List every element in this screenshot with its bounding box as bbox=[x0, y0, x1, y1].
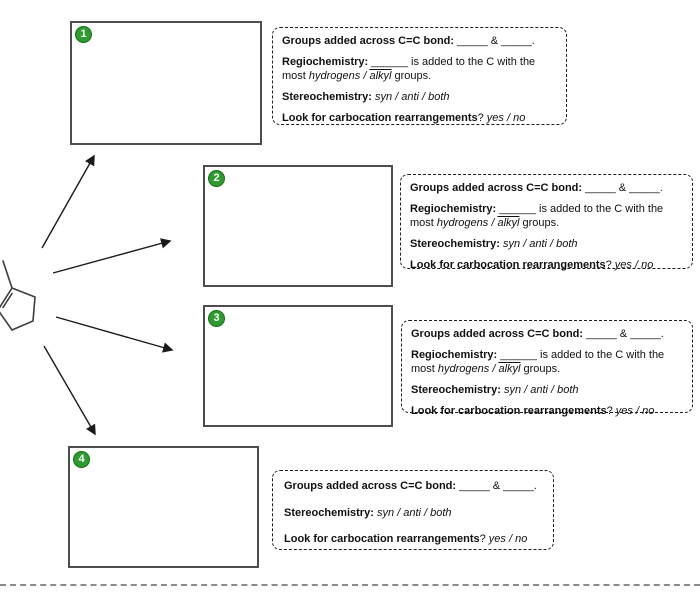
reactant-molecule-1-methylcyclopentene bbox=[0, 260, 36, 331]
arrow-to-product-4 bbox=[43, 345, 96, 436]
stereochemistry-line: Stereochemistry: syn / anti / both bbox=[410, 237, 578, 250]
reaction-arrows bbox=[41, 154, 174, 436]
groups-added-line: Groups added across C=C bond: _____ & __… bbox=[410, 182, 663, 194]
answer-blanks: _____ & _____. bbox=[585, 182, 663, 194]
answer-blanks: _____ & _____. bbox=[457, 35, 535, 47]
arrow-to-product-3 bbox=[55, 316, 174, 353]
methyl-bond bbox=[2, 260, 13, 289]
regiochemistry-line: Regiochemistry: ______ is added to the C… bbox=[410, 203, 664, 229]
product-number-badge: 2 bbox=[208, 170, 225, 187]
product-box-3: 3 bbox=[203, 305, 393, 427]
answer-blanks: _____ & _____. bbox=[459, 480, 537, 492]
product-box-2: 2 bbox=[203, 165, 393, 287]
question-box-2: Groups added across C=C bond: _____ & __… bbox=[400, 174, 693, 271]
double-bond-inner-line bbox=[2, 292, 13, 309]
stereochemistry-line: Stereochemistry: syn / anti / both bbox=[411, 383, 579, 396]
page-divider bbox=[0, 584, 700, 586]
product-number-badge: 4 bbox=[73, 451, 90, 468]
question-box-3: Groups added across C=C bond: _____ & __… bbox=[401, 320, 693, 417]
product-box-4: 4 bbox=[68, 446, 259, 568]
groups-added-line: Groups added across C=C bond: _____ & __… bbox=[284, 480, 537, 492]
groups-added-line: Groups added across C=C bond: _____ & __… bbox=[411, 328, 664, 340]
product-number-badge: 3 bbox=[208, 310, 225, 327]
arrow-to-product-1 bbox=[41, 154, 95, 249]
answer-blank: ______ bbox=[500, 349, 537, 361]
question-box-1: Groups added across C=C bond: _____ & __… bbox=[272, 27, 567, 125]
answer-blank: ______ bbox=[371, 56, 408, 68]
regiochemistry-line: Regiochemistry: ______ is added to the C… bbox=[282, 56, 536, 82]
groups-added-line: Groups added across C=C bond: _____ & __… bbox=[282, 35, 535, 47]
stereochemistry-line: Stereochemistry: syn / anti / both bbox=[282, 90, 450, 103]
regiochemistry-line: Regiochemistry: ______ is added to the C… bbox=[411, 349, 665, 375]
rearrangement-line: Look for carbocation rearrangements? yes… bbox=[284, 533, 528, 545]
product-box-1: 1 bbox=[70, 21, 262, 145]
rearrangement-line: Look for carbocation rearrangements? yes… bbox=[282, 111, 526, 124]
product-number-badge: 1 bbox=[75, 26, 92, 43]
cyclopentene-ring bbox=[0, 287, 36, 331]
rearrangement-line: Look for carbocation rearrangements? yes… bbox=[411, 404, 655, 417]
rearrangement-line: Look for carbocation rearrangements? yes… bbox=[410, 258, 654, 271]
question-box-4: Groups added across C=C bond: _____ & __… bbox=[272, 470, 554, 550]
answer-blank: ______ bbox=[499, 203, 536, 215]
answer-blanks: _____ & _____. bbox=[586, 328, 664, 340]
arrow-to-product-2 bbox=[52, 238, 172, 274]
stereochemistry-line: Stereochemistry: syn / anti / both bbox=[284, 506, 452, 519]
